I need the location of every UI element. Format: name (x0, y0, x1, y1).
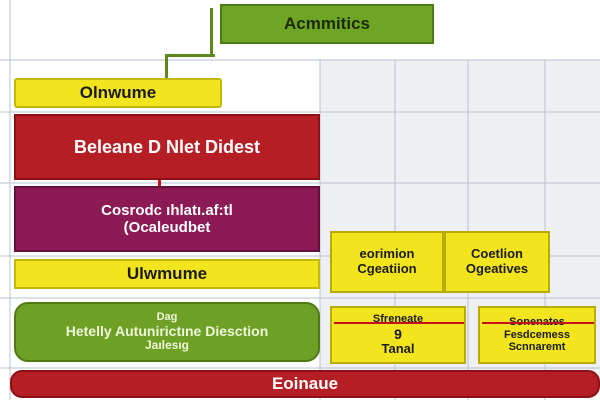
right-box-2-line2: Ogeatives (465, 261, 529, 276)
row4-box[interactable]: Ulwmume (14, 259, 320, 289)
top-box[interactable]: Acmmitics (220, 4, 434, 44)
connector-top-left (210, 8, 213, 56)
row5-box[interactable]: Dag Hetelly Autunirictıne Diesction Jaıl… (14, 302, 320, 362)
row3-box[interactable]: Cosrodc ıhlatı.af:tl (Ocaleudbet (14, 186, 320, 252)
bottom-bar-label: Eoinaue (271, 374, 339, 394)
row1-label: Olnwume (79, 83, 157, 103)
row2-box[interactable]: Beleane D Nlet Didest (14, 114, 320, 180)
row2-label: Beleane D Nlet Didest (73, 136, 261, 157)
top-box-label: Acmmitics (284, 14, 370, 34)
bottom-bar[interactable]: Eoinaue (10, 370, 600, 398)
connector-horizontal (165, 54, 215, 57)
right-box-1-line2: Cgeatiion (357, 261, 417, 276)
bottom-right-box-1[interactable]: Sfreneate 9 Tanal (330, 306, 466, 364)
row5-line1: Dag (156, 310, 178, 323)
right-box-1[interactable]: eorimion Cgeatiion (330, 231, 444, 293)
right-box-1-line1: eorimion (359, 246, 415, 262)
row3-line2: (Ocaleudbet (123, 219, 211, 236)
row4-label: Ulwmume (126, 264, 208, 284)
row5-line2: Hetelly Autunirictıne Diesction (65, 323, 269, 340)
row1-box[interactable]: Olnwume (14, 78, 222, 108)
row5-line3: Jaılesıg (144, 338, 190, 353)
bottom-right-box-1-line3: Tanal (381, 340, 415, 356)
bottom-right-box-2[interactable]: Sonenates Fesdcemess Scnnaremt (478, 306, 596, 364)
red-accent-line-1 (334, 322, 464, 324)
bottom-right-box-1-line2: 9 (394, 325, 402, 342)
right-box-2[interactable]: Coetlion Ogeatives (444, 231, 550, 293)
bottom-right-box-2-line3: Scnnaremt (508, 341, 566, 354)
connector-down (165, 54, 168, 80)
red-accent-line-2 (482, 322, 594, 324)
bottom-right-box-2-line2: Fesdcemess (503, 328, 571, 341)
right-box-2-line1: Coetlion (471, 246, 523, 262)
row3-line1: Cosrodc ıhlatı.af:tl (101, 201, 233, 219)
